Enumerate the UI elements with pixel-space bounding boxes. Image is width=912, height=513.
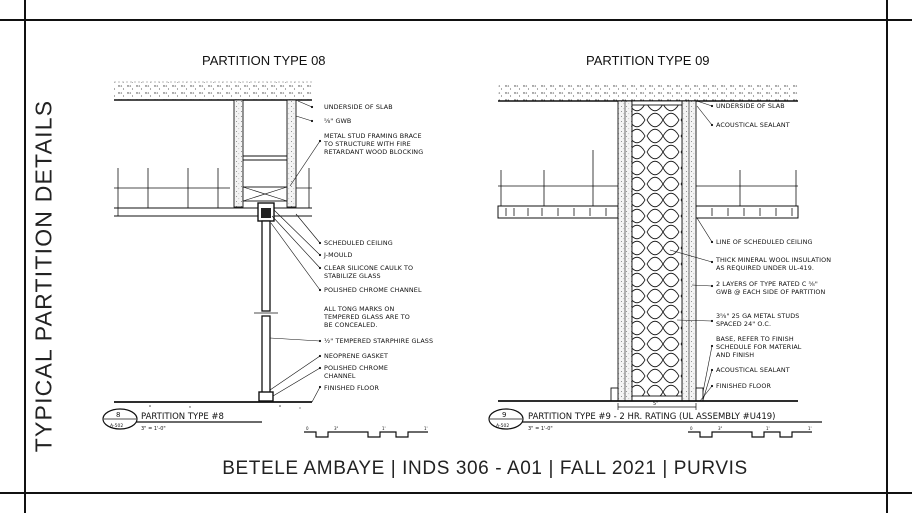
d08-scale-end: 1' xyxy=(424,426,428,431)
d08-tag-number: 8 xyxy=(116,411,120,419)
d08-note-channel: POLISHED CHROME CHANNEL xyxy=(324,286,422,294)
d08-note-jmould: J-MOULD xyxy=(323,251,352,259)
d08-scale-3in: 3" xyxy=(334,426,339,431)
frame-bottom-rule xyxy=(24,492,888,494)
frame-tick-bottom-left xyxy=(0,492,24,494)
d09-note-sealant-top: ACOUSTICAL SEALANT xyxy=(716,121,790,129)
d08-note-gwb: ⅝" GWB xyxy=(324,117,351,125)
d08-scale-1ft: 1' xyxy=(382,426,386,431)
d09-hanger-wires xyxy=(500,150,797,206)
frame-tick-bottom-right xyxy=(888,492,912,494)
d09-note-base-1: BASE, REFER TO FINISH xyxy=(716,335,794,343)
d09-scale-end: 1' xyxy=(808,426,812,431)
d08-note-tong-3: BE CONCEALED. xyxy=(324,321,377,329)
d09-slab xyxy=(498,85,798,101)
d08-hanger-wires xyxy=(117,168,310,216)
d08-detail-tag: 8 A-502 PARTITION TYPE #8 3" = 1'-0" xyxy=(102,408,262,432)
d09-dimension xyxy=(617,403,697,410)
d09-note-slab: UNDERSIDE OF SLAB xyxy=(716,102,785,110)
d09-dim-label: 5" xyxy=(653,401,658,407)
d09-note-studs-1: 3⅝" 25 GA METAL STUDS xyxy=(716,312,799,320)
d08-note-tong-2: TEMPERED GLASS ARE TO xyxy=(323,313,410,321)
d09-scale-0: 0 xyxy=(690,426,693,431)
d08-scale-0: 0 xyxy=(306,426,309,431)
d08-scale-bar: 0 3" 1' 1' xyxy=(304,426,428,438)
frame-top-rule xyxy=(24,19,888,21)
d09-scale-1ft: 1' xyxy=(766,426,770,431)
d08-tag-sheet: A-502 xyxy=(110,423,123,429)
d09-ceiling-right xyxy=(695,205,799,219)
frame-tick-top-left xyxy=(0,19,24,21)
d08-note-tong-1: ALL TONG MARKS ON xyxy=(324,305,394,313)
d09-tag-sheet: A-502 xyxy=(496,423,509,429)
d09-note-floor: FINISHED FLOOR xyxy=(716,382,771,390)
d08-leaders xyxy=(269,100,321,403)
d08-note-brace-3: RETARDANT WOOD BLOCKING xyxy=(324,148,423,156)
detail-08-drawing: UNDERSIDE OF SLAB ⅝" GWB METAL STUD FRAM… xyxy=(102,81,433,438)
d08-note-brace-2: TO STRUCTURE WITH FIRE xyxy=(323,140,411,148)
d09-note-gwb-1: 2 LAYERS OF TYPE RATED C ⅝" xyxy=(716,280,818,288)
d08-floor-stipple xyxy=(149,405,301,409)
frame-left-border xyxy=(24,0,26,513)
d08-soffit-left-gwb xyxy=(233,99,244,208)
d09-note-insul-2: AS REQUIRED UNDER UL-419. xyxy=(716,264,814,272)
d09-base-right xyxy=(695,387,704,402)
d08-note-caulk-2: STABILIZE GLASS xyxy=(324,272,381,280)
d09-ceiling-tees xyxy=(505,208,793,216)
d08-note-slab: UNDERSIDE OF SLAB xyxy=(324,103,393,111)
d08-slab xyxy=(114,82,312,100)
d08-glass-lower xyxy=(261,315,271,395)
d09-note-gwb-2: GWB @ EACH SIDE OF PARTITION xyxy=(716,288,825,296)
d08-note-bchannel-1: POLISHED CHROME xyxy=(324,364,388,372)
d09-scale-3in: 3" xyxy=(718,426,723,431)
d09-tag-title: PARTITION TYPE #9 - 2 HR. RATING (UL ASS… xyxy=(528,412,776,422)
d08-note-floor: FINISHED FLOOR xyxy=(324,384,379,392)
d08-glass-upper xyxy=(261,220,271,312)
d09-note-sealant-bottom: ACOUSTICAL SEALANT xyxy=(716,366,790,374)
frame-tick-top-right xyxy=(888,19,912,21)
d08-soffit-right-gwb xyxy=(286,99,297,208)
d09-top-runner xyxy=(631,100,683,106)
detail-09-drawing: 5" UNDERSIDE OF SLAB ACOUSTICAL SEALANT … xyxy=(488,85,831,438)
d09-note-studs-2: SPACED 24" O.C. xyxy=(716,320,771,328)
d09-note-base-3: AND FINISH xyxy=(716,351,754,359)
d08-tag-title: PARTITION TYPE #8 xyxy=(141,412,224,422)
d09-tag-number: 9 xyxy=(502,411,506,419)
detail-09-heading: PARTITION TYPE 09 xyxy=(586,53,710,68)
d08-tag-scale: 3" = 1'-0" xyxy=(141,426,166,432)
d08-bottom-channel xyxy=(258,391,274,402)
d09-base-left xyxy=(610,387,619,402)
d09-note-base-2: SCHEDULE FOR MATERIAL xyxy=(716,343,802,351)
sheet-footer: BETELE AMBAYE | INDS 306 - A01 | FALL 20… xyxy=(222,458,748,479)
d09-detail-tag: 9 A-502 PARTITION TYPE #9 - 2 HR. RATING… xyxy=(488,408,822,432)
d08-note-bchannel-2: CHANNEL xyxy=(324,372,356,380)
d08-note-brace-1: METAL STUD FRAMING BRACE xyxy=(324,132,422,140)
d09-scale-bar: 0 3" 1' 1' xyxy=(688,426,812,438)
d08-top-channel xyxy=(261,208,271,218)
d09-leader-dots xyxy=(710,104,714,388)
d09-leaders xyxy=(669,100,713,402)
d08-note-gasket: NEOPRENE GASKET xyxy=(324,352,388,360)
d09-note-ceiling: LINE OF SCHEDULED CEILING xyxy=(716,238,813,246)
frame-right-border xyxy=(886,0,888,513)
d09-note-insul-1: THICK MINERAL WOOL INSULATION xyxy=(715,256,831,264)
d08-blocking-x2 xyxy=(242,186,288,202)
d08-note-ceiling: SCHEDULED CEILING xyxy=(324,239,393,247)
d09-tag-scale: 3" = 1'-0" xyxy=(528,426,553,432)
d08-note-glass: ½" TEMPERED STARPHIRE GLASS xyxy=(324,337,433,345)
detail-08-heading: PARTITION TYPE 08 xyxy=(202,53,326,68)
d08-note-caulk-1: CLEAR SILICONE CAULK TO xyxy=(324,264,413,272)
d08-leader-dots xyxy=(310,105,322,389)
